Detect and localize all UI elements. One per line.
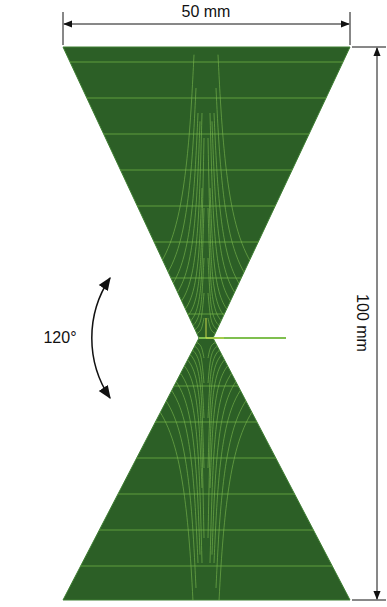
contour-line — [28, 339, 204, 468]
mesh-line — [40, 206, 360, 207]
contour-line — [216, 88, 384, 324]
contour-line — [210, 341, 384, 488]
contour-line — [28, 348, 198, 563]
contour-line — [28, 208, 204, 337]
contour-line — [214, 348, 384, 563]
mesh-line — [40, 242, 360, 243]
contour-line — [28, 121, 200, 330]
axis-mark — [206, 318, 224, 338]
contour-line — [212, 345, 384, 554]
contour-line — [208, 339, 384, 468]
mesh-line — [40, 458, 360, 459]
specimen-outline — [63, 47, 350, 600]
contour-line — [28, 188, 202, 335]
height-dimension — [352, 47, 386, 600]
contour-line — [28, 357, 194, 607]
contour-line — [28, 113, 202, 333]
contour-line — [210, 343, 384, 563]
dimension-label: 120° — [41, 329, 78, 347]
contour-line — [28, 258, 204, 337]
contour-line — [28, 138, 204, 336]
contour-line — [28, 345, 200, 554]
contour-line — [28, 113, 198, 328]
contour-line — [28, 343, 202, 563]
contour-line — [28, 88, 196, 324]
contour-line — [28, 341, 202, 488]
mesh-line — [40, 314, 360, 315]
contour-line — [28, 339, 204, 418]
mesh-line — [40, 98, 360, 99]
angle-arc — [92, 278, 110, 398]
stress-contours — [28, 55, 384, 607]
contour-line — [218, 357, 384, 607]
mesh-line — [40, 530, 360, 531]
contour-line — [216, 352, 384, 588]
dimension-label: 100 mm — [353, 292, 371, 354]
contour-line — [218, 55, 384, 319]
contour-line — [208, 340, 384, 538]
mesh-line — [40, 278, 360, 279]
mesh-line — [40, 566, 360, 567]
contour-line — [28, 55, 194, 319]
contour-line — [28, 340, 204, 538]
dimension-label: 50 mm — [180, 3, 233, 21]
mesh-line — [40, 62, 360, 63]
contour-line — [28, 352, 196, 588]
neck-line — [199, 337, 286, 339]
mesh-line — [40, 422, 360, 423]
mesh-line — [40, 134, 360, 135]
